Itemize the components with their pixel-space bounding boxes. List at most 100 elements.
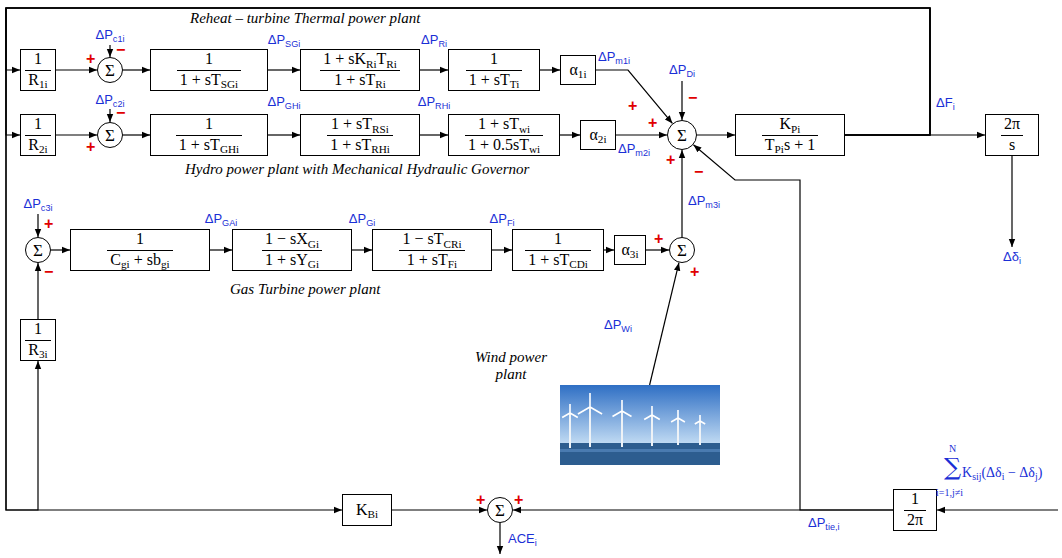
text-run: + sb: [130, 251, 161, 268]
numerator: 2π: [1001, 116, 1023, 136]
signal-line: [123, 69, 150, 70]
fraction: 1 + sTRSi1 + sTRHi: [327, 116, 393, 154]
text-run: 2π: [907, 511, 923, 528]
numerator: 1: [107, 231, 172, 251]
signal-name: Δδi: [1003, 250, 1021, 264]
gain-block: α3i: [614, 235, 646, 265]
turbine-blades: [562, 393, 705, 424]
denominator: 1 + sTFi: [399, 251, 464, 269]
text-run: 1 − sX: [265, 230, 308, 247]
fraction: 2π s: [1001, 116, 1023, 154]
transfer-function-block: 1 + sTRSi1 + sTRHi: [300, 114, 420, 156]
subscript-text: tie,i: [825, 522, 839, 532]
plant-title: Reheat – turbine Thermal power plant: [190, 11, 420, 27]
block-label: α3i: [621, 242, 638, 259]
text-run: Gas Turbine power plant: [230, 281, 380, 297]
gain-block: α2i: [580, 120, 616, 150]
text-run: ACE: [508, 531, 535, 546]
signal-arrow: [681, 81, 682, 120]
denominator: 1 + sYGi: [262, 251, 322, 269]
transfer-function-block: 11 + sTSGi: [150, 49, 268, 91]
sum-symbol: Σ: [677, 127, 687, 144]
transfer-function-block: 1 + sKRiTRi1 + sTRi: [300, 49, 420, 91]
signal-line: [693, 145, 893, 510]
text-run: 1 + sT: [407, 251, 448, 268]
text-run: α: [589, 126, 597, 143]
turbine-rotor: [644, 406, 660, 420]
subscript-text: wi: [519, 123, 530, 135]
turbine-towers: [570, 407, 700, 448]
transfer-function-block: 1R2i: [20, 114, 56, 156]
denominator: 2π: [904, 511, 926, 529]
block-label: α2i: [589, 127, 606, 144]
numerator: 1: [25, 321, 50, 341]
summing-junction: Σ: [25, 237, 51, 263]
signal-line: [616, 134, 667, 135]
numerator: 1 + sTwi: [465, 116, 543, 136]
subscript-text: i: [953, 102, 955, 112]
text-run: R: [28, 136, 39, 153]
denominator: R3i: [25, 341, 50, 359]
text-run: K: [356, 501, 368, 518]
sum-symbol: Σ: [495, 502, 505, 519]
text-run: 1 − sT: [402, 230, 443, 247]
text-run: −: [116, 41, 125, 58]
text-run: s: [1009, 136, 1015, 153]
text-run: R: [28, 341, 39, 358]
gain-block: KBi: [342, 494, 392, 526]
text-run: − Δδ: [1004, 465, 1035, 480]
text-run: 1 + sT: [179, 136, 220, 153]
signal-line: [268, 134, 300, 135]
fraction: 11 + sTSGi: [177, 51, 241, 89]
denominator: R1i: [25, 71, 50, 89]
subscript-text: Ri: [375, 78, 386, 90]
summing-junction: Σ: [667, 120, 697, 150]
text-run: α: [569, 61, 577, 78]
text-run: +: [86, 138, 95, 155]
text-run: 1: [34, 320, 42, 337]
text-run: N: [949, 443, 956, 454]
subscript-text: m2i: [635, 148, 650, 158]
text-run: −: [44, 263, 53, 280]
signal-line: [6, 8, 930, 135]
subscript-text: Gi: [366, 218, 375, 228]
sign-symbol: +: [666, 152, 675, 168]
text-run: 1: [136, 230, 144, 247]
text-run: 1 + sY: [265, 251, 308, 268]
transfer-function-block: 1 − sXGi1 + sYGi: [232, 229, 352, 271]
subscript-text: SGi: [285, 39, 300, 49]
text-run: Hydro power plant with Mechanical Hydrau…: [185, 161, 529, 177]
fraction: 12π: [904, 491, 926, 529]
subscript-text: Pi: [791, 123, 800, 135]
signal-name: ΔPRHi: [418, 95, 451, 109]
fraction: 11 + sTCDi: [525, 231, 591, 269]
signal-name: ΔPGHi: [267, 95, 300, 109]
signal-line: [697, 134, 735, 135]
text-run: ΔP: [618, 141, 635, 156]
subscript-text: Fi: [448, 258, 457, 270]
subscript-text: Ti: [510, 78, 520, 90]
signal-name: ACEi: [508, 532, 537, 546]
signal-line: [681, 150, 682, 237]
text-run: 2π: [1004, 115, 1020, 132]
text-run: ΔP: [808, 515, 825, 530]
sign-symbol: +: [86, 139, 95, 155]
numerator: KPi: [762, 116, 818, 136]
subscript-text: 2i: [598, 133, 607, 145]
text-run: ΔP: [96, 92, 113, 107]
text-run: Σ: [495, 501, 505, 520]
text-run: R: [28, 71, 39, 88]
turbine-tower: [651, 415, 653, 446]
signal-name: ΔPGi: [349, 212, 375, 226]
subscript-text: Ri: [366, 58, 377, 70]
numerator: 1: [466, 51, 523, 71]
text-run: 1: [34, 115, 42, 132]
signal-line: [51, 249, 70, 250]
denominator: 1 + sTSGi: [177, 71, 241, 89]
transfer-function-block: 11 + sTGHi: [150, 114, 268, 156]
numerator: 1 + sKRiTRi: [320, 51, 400, 71]
subscript-text: sij: [972, 471, 981, 482]
wind-farm-photo: [560, 385, 720, 465]
summing-junction: Σ: [97, 122, 123, 148]
